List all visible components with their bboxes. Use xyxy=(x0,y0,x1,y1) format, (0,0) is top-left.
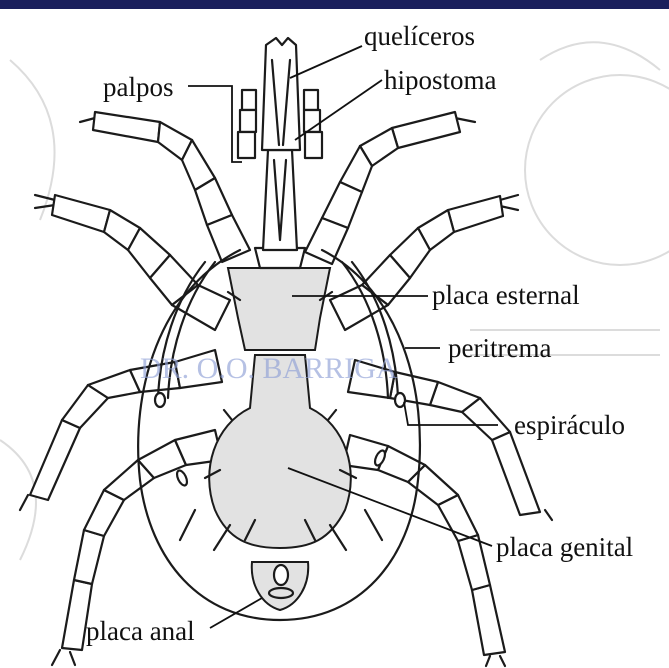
right-legs xyxy=(305,112,552,666)
watermark-text: DR. O.O. BARRIGA xyxy=(140,352,398,385)
label-hipostoma: hipostoma xyxy=(384,65,497,95)
label-queliceros: quelíceros xyxy=(364,21,475,51)
label-placa-genital: placa genital xyxy=(496,532,633,562)
label-placa-anal: placa anal xyxy=(86,616,195,646)
top-border xyxy=(0,0,669,9)
label-peritrema: peritrema xyxy=(448,333,551,363)
mite-body xyxy=(138,38,420,620)
label-palpos: palpos xyxy=(103,72,174,102)
chelicerae xyxy=(262,38,300,150)
left-legs xyxy=(20,112,250,665)
label-placa-esternal: placa esternal xyxy=(432,280,580,310)
label-espiraculo: espiráculo xyxy=(514,410,625,440)
sternal-plate xyxy=(228,268,330,350)
